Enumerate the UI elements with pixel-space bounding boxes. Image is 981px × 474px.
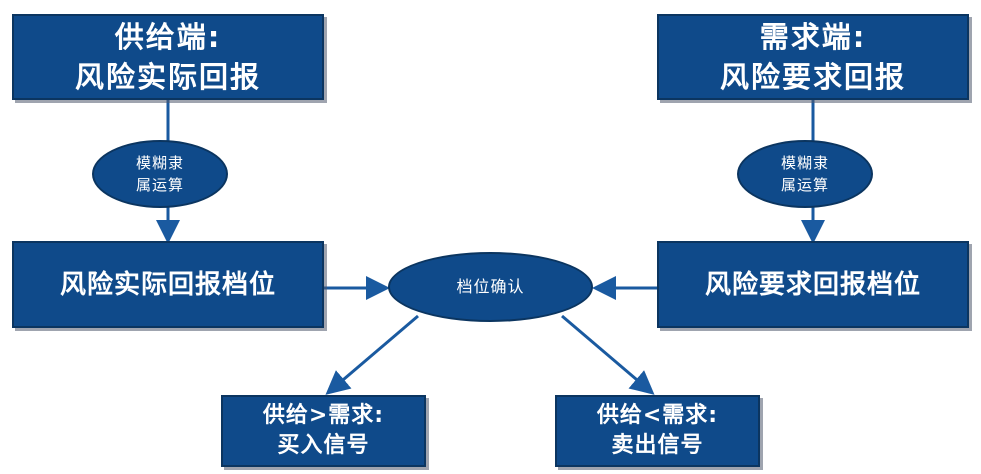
supply-gear-label: 风险实际回报档位 bbox=[59, 269, 276, 300]
demand-required-return-box: 需求端: 风险要求回报 bbox=[657, 14, 969, 100]
buy-line2: 买入信号 bbox=[277, 433, 370, 458]
confirm-label: 档位确认 bbox=[456, 277, 525, 296]
fuzzy-right-line1: 模糊隶 bbox=[780, 154, 829, 172]
fuzzy-left-line1: 模糊隶 bbox=[135, 154, 184, 172]
sell-line2: 卖出信号 bbox=[611, 433, 704, 458]
demand-top-line1: 需求端: bbox=[759, 20, 867, 54]
sell-signal-box: 供给<需求: 卖出信号 bbox=[555, 395, 760, 467]
supply-top-line1: 供给端: bbox=[114, 20, 222, 54]
gear-confirm-node: 档位确认 bbox=[388, 252, 593, 322]
buy-signal-box: 供给>需求: 买入信号 bbox=[221, 395, 426, 467]
buy-line1: 供给>需求: bbox=[262, 403, 385, 428]
sell-line1: 供给<需求: bbox=[596, 403, 719, 428]
fuzzy-membership-left: 模糊隶 属运算 bbox=[92, 140, 228, 208]
supply-return-gear-box: 风险实际回报档位 bbox=[12, 241, 324, 328]
fuzzy-left-line2: 属运算 bbox=[135, 176, 184, 194]
arrow-confirm-to-buy bbox=[325, 314, 419, 395]
fuzzy-right-line2: 属运算 bbox=[780, 176, 829, 194]
demand-top-line2: 风险要求回报 bbox=[719, 60, 906, 94]
arrow-confirm-to-sell bbox=[561, 314, 655, 395]
demand-gear-label: 风险要求回报档位 bbox=[704, 269, 921, 300]
supply-top-line2: 风险实际回报 bbox=[74, 60, 261, 94]
supply-actual-return-box: 供给端: 风险实际回报 bbox=[12, 14, 324, 100]
demand-return-gear-box: 风险要求回报档位 bbox=[657, 241, 969, 328]
fuzzy-membership-right: 模糊隶 属运算 bbox=[737, 140, 873, 208]
